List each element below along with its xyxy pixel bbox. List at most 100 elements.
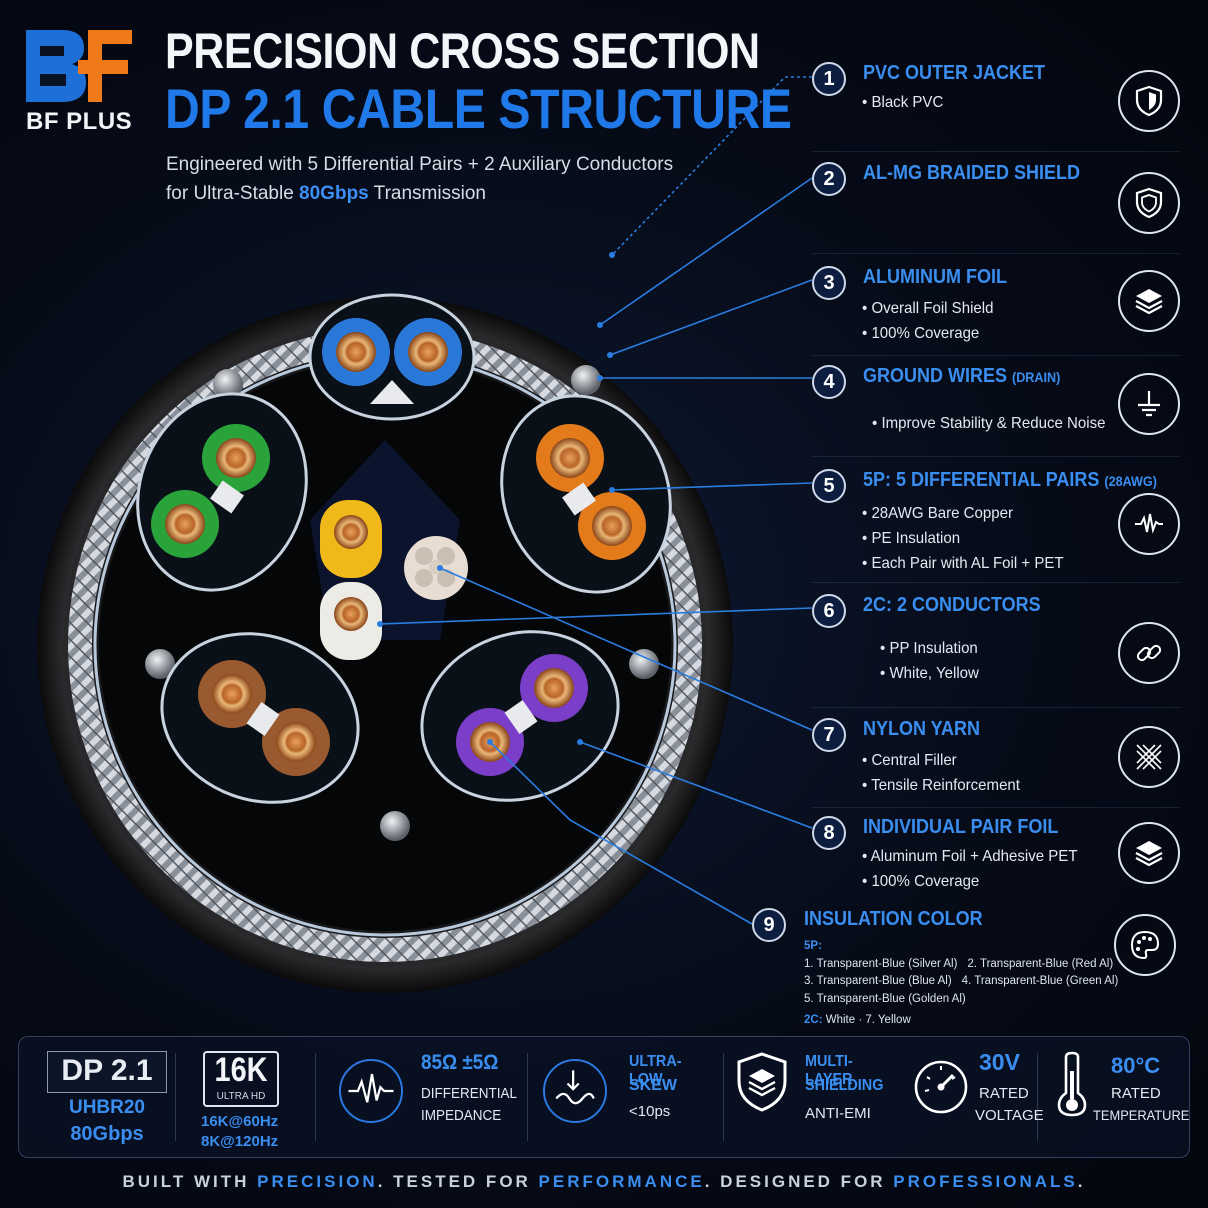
footer-highlight: PRECISION xyxy=(257,1172,378,1191)
layer-details: • Black PVC xyxy=(862,90,943,115)
divider xyxy=(1037,1053,1038,1141)
spec-temperature: 80°C RATED TEMPERATURE xyxy=(1045,1037,1189,1159)
layer-detail: • 28AWG Bare Copper xyxy=(862,505,1014,522)
insulation-item: 2. Transparent-Blue (Red Al) xyxy=(967,957,1114,970)
mesh-icon xyxy=(1118,726,1180,788)
temperature-label: TEMPERATURE xyxy=(1093,1107,1190,1123)
footer-text: BUILT WITH xyxy=(122,1172,258,1191)
nylon-yarn xyxy=(404,536,468,600)
layer-title: 2C: 2 CONDUCTORS xyxy=(863,594,1041,617)
differential-pair-brown xyxy=(160,632,360,804)
layer-title: NYLON YARN xyxy=(863,718,980,741)
resolution-mode: 8K@120Hz xyxy=(201,1133,279,1150)
layer-detail: • Aluminum Foil + Adhesive PET xyxy=(862,848,1078,865)
insulation-item: 3. Transparent-Blue (Blue Al) xyxy=(804,975,952,987)
temperature-label: RATED xyxy=(1111,1085,1161,1102)
spec-impedance: 85Ω ±5Ω DIFFERENTIAL IMPEDANCE xyxy=(325,1037,525,1159)
leader-lines xyxy=(379,76,813,925)
impedance-label: IMPEDANCE xyxy=(421,1107,502,1124)
insulation-item: 4. Transparent-Blue (Green Al) xyxy=(961,975,1119,987)
shield-layers-icon xyxy=(737,1052,787,1112)
layer-title-text: ALUMINUM FOIL xyxy=(863,266,1007,288)
divider xyxy=(723,1053,724,1141)
subtitle-line-2: for Ultra-Stable 80Gbps Transmission xyxy=(166,179,673,208)
layer-title-text: 5P: 5 DIFFERENTIAL PAIRS xyxy=(863,469,1100,491)
differential-pair-green xyxy=(136,392,308,592)
layer-title-note: (28AWG) xyxy=(1104,473,1157,489)
subtitle-text: Transmission xyxy=(368,183,486,204)
layer-detail: • Tensile Reinforcement xyxy=(862,777,1020,794)
differential-pair-orange xyxy=(500,394,672,594)
resolution-big: 16K xyxy=(214,1051,268,1089)
waveform-icon xyxy=(339,1059,403,1123)
resolution-mode: 16K@60Hz xyxy=(201,1113,279,1130)
dp-badge xyxy=(47,1051,167,1093)
voltage-label: RATED xyxy=(979,1085,1029,1102)
layer-title: AL-MG BRAIDED SHIELD xyxy=(863,162,1080,185)
layer-row-8: 8 INDIVIDUAL PAIR FOIL • Aluminum Foil +… xyxy=(812,816,1180,906)
layer-number: 7 xyxy=(812,718,846,752)
layer-row-1: 1 PVC OUTER JACKET • Black PVC xyxy=(812,62,1180,152)
footer-text: . xyxy=(1077,1172,1086,1191)
insulation-line: 2C: White · 7. Yellow xyxy=(804,1012,1118,1030)
insulation-item: White · 7. Yellow xyxy=(825,1014,911,1026)
dp-speed: 80Gbps xyxy=(70,1123,144,1145)
layer-number: 9 xyxy=(752,908,786,942)
footer-text: . TESTED FOR xyxy=(377,1172,539,1191)
layer-detail: • Improve Stability & Reduce Noise xyxy=(872,415,1106,432)
layer-detail: • 100% Coverage xyxy=(862,873,980,890)
impedance-label: DIFFERENTIAL xyxy=(421,1085,518,1102)
layer-row-5: 5 5P: 5 DIFFERENTIAL PAIRS (28AWG) • 28A… xyxy=(812,469,1180,583)
brand-logo: BF PLUS xyxy=(22,22,142,142)
thermometer-icon xyxy=(1057,1051,1087,1117)
layer-detail: • Overall Foil Shield xyxy=(862,300,994,317)
drain-wire xyxy=(145,649,175,679)
footer-highlight: PERFORMANCE xyxy=(538,1172,705,1191)
divider xyxy=(527,1053,528,1141)
skew-value: <10ps xyxy=(629,1103,671,1120)
layer-title: INDIVIDUAL PAIR FOIL xyxy=(863,816,1058,839)
footer-highlight: PROFESSIONALS xyxy=(893,1172,1078,1191)
insulation-label: 5P: xyxy=(804,940,822,952)
layer-row-6: 6 2C: 2 CONDUCTORS • PP Insulation • Whi… xyxy=(812,594,1180,708)
layer-title-text: 2C: 2 CONDUCTORS xyxy=(863,594,1041,616)
resolution-badge xyxy=(203,1051,279,1107)
ground-icon xyxy=(1118,373,1180,435)
layer-number: 4 xyxy=(812,365,846,399)
spec-voltage: 30V RATED VOLTAGE xyxy=(907,1037,1044,1159)
gauge-icon xyxy=(914,1060,968,1114)
layer-number: 6 xyxy=(812,594,846,628)
layer-details: • Improve Stability & Reduce Noise xyxy=(872,411,1105,436)
layer-title-text: INDIVIDUAL PAIR FOIL xyxy=(863,816,1059,838)
shielding-label: SHIELDING xyxy=(805,1077,884,1094)
divider xyxy=(175,1053,176,1141)
spec-skew: ULTRA-LOW SKEW <10ps xyxy=(533,1037,723,1159)
drain-wire xyxy=(571,365,601,395)
page-title-secondary: DP 2.1 CABLE STRUCTURE xyxy=(165,77,792,140)
conductor-yellow xyxy=(320,500,382,578)
footer-text: . DESIGNED FOR xyxy=(704,1172,894,1191)
spec-dp: DP 2.1 UHBR20 80Gbps xyxy=(41,1037,181,1159)
layer-title: 5P: 5 DIFFERENTIAL PAIRS (28AWG) xyxy=(863,469,1157,492)
drain-wire xyxy=(213,369,243,399)
layer-title-text: PVC OUTER JACKET xyxy=(863,62,1046,84)
insulation-details: 5P: 1. Transparent-Blue (Silver Al)2. Tr… xyxy=(804,938,1118,1030)
divider xyxy=(315,1053,316,1141)
palette-icon xyxy=(1114,914,1176,976)
spec-bar: DP 2.1 UHBR20 80Gbps 16K ULTRA HD 16K@60… xyxy=(18,1036,1190,1158)
layer-title-note: (DRAIN) xyxy=(1012,369,1061,385)
layer-details: • PP Insulation • White, Yellow xyxy=(880,636,979,686)
layer-details: • Aluminum Foil + Adhesive PET • 100% Co… xyxy=(862,844,1078,894)
drain-wire xyxy=(380,811,410,841)
layer-details: • Overall Foil Shield • 100% Coverage xyxy=(862,296,993,346)
subtitle-text: for Ultra-Stable xyxy=(166,183,300,204)
layer-detail: • Each Pair with AL Foil + PET xyxy=(862,555,1064,572)
spec-resolution: 16K ULTRA HD 16K@60Hz 8K@120Hz xyxy=(189,1037,319,1159)
conductor-white xyxy=(320,582,382,660)
layer-detail: • Black PVC xyxy=(862,94,944,111)
shielding-label: MULTI-LAYER xyxy=(805,1053,853,1088)
insulation-line: 1. Transparent-Blue (Silver Al)2. Transp… xyxy=(804,956,1118,974)
layer-detail: • Central Filler xyxy=(862,752,957,769)
skew-label: ULTRA-LOW xyxy=(629,1053,682,1088)
